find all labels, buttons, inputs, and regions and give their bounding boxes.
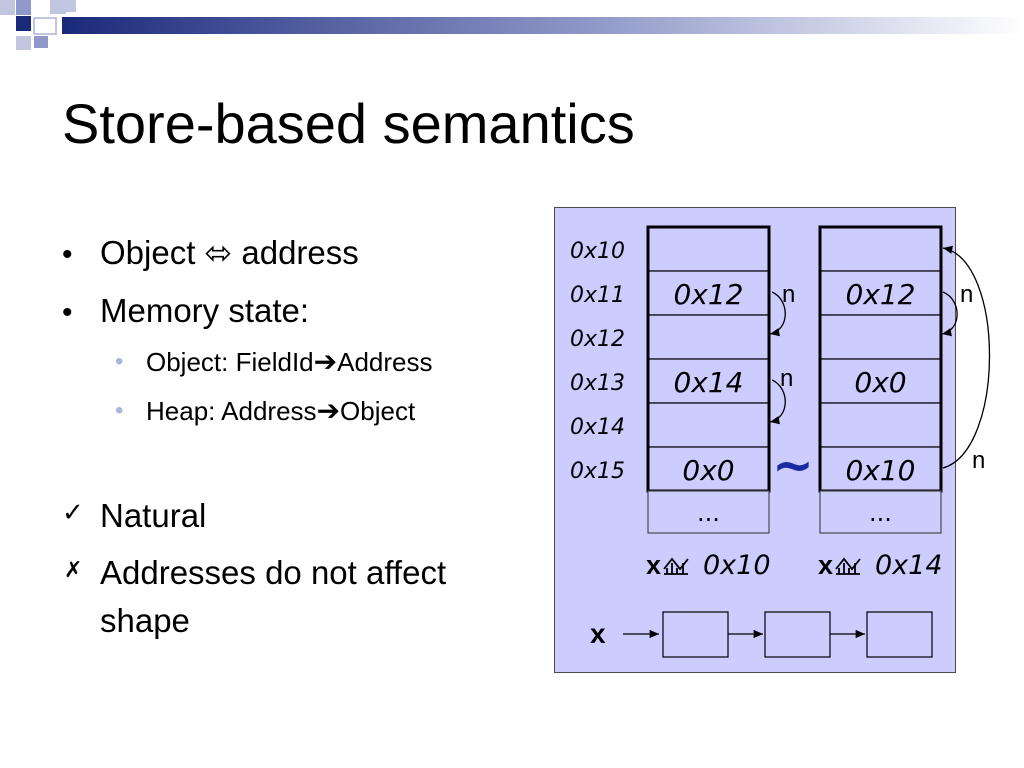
deco-square	[16, 0, 31, 15]
heap-cell	[647, 270, 770, 316]
heap-cell	[647, 314, 770, 360]
bullet-text: address	[232, 234, 359, 271]
list-node	[764, 611, 831, 658]
edge-arrow-right-1	[941, 291, 958, 337]
bullet-memory-state: Memory state:	[100, 292, 310, 329]
heap-cell-value: 0x0	[854, 366, 906, 399]
edge-label: n	[960, 281, 973, 308]
heap-cell	[819, 402, 942, 448]
edge-label: n	[780, 365, 793, 392]
address-label: 0x13	[570, 371, 625, 396]
deco-square	[0, 0, 15, 15]
edge-label: n	[782, 281, 795, 308]
deco-square	[16, 16, 31, 31]
caption-address: 0x10	[703, 550, 771, 581]
title-gradient-bar	[62, 17, 1024, 34]
bullet-text: Object	[100, 234, 205, 271]
sub-bullet-dot: •	[115, 397, 124, 424]
pro-natural: Natural	[100, 497, 207, 534]
list-node	[866, 611, 933, 658]
sub-bullet-text: Object: FieldId	[146, 347, 314, 377]
sub-bullet-text: Heap: Address	[146, 396, 317, 426]
heap-cell	[819, 314, 942, 360]
heap-cell-value: 0x12	[845, 278, 915, 311]
heap-cell	[819, 226, 942, 272]
heap-cell	[647, 226, 770, 272]
heap-cell	[819, 358, 942, 404]
con-addresses-line2: shape	[100, 602, 190, 639]
edge-arrow-left-1	[769, 291, 786, 337]
equivalence-tilde-icon: ~	[772, 436, 814, 494]
right-arrow-icon: ➔	[316, 395, 341, 426]
bullet-dot: •	[62, 296, 73, 329]
right-arrow-icon: ➔	[313, 346, 338, 377]
heap-ellipsis: ...	[697, 499, 720, 527]
heap-left: 0x12 0x14 0x0...	[646, 225, 771, 534]
heap-cell	[647, 402, 770, 448]
maps-to-icon	[835, 557, 861, 575]
bullet-object-address: Object ⬄ address	[100, 236, 359, 269]
address-label: 0x10	[570, 239, 625, 264]
sub-bullet-heap: Heap: Address➔Object	[146, 397, 415, 425]
list-nodes	[662, 611, 933, 658]
edge-label: n	[972, 447, 985, 474]
sub-bullet-object: Object: FieldId➔Address	[146, 348, 433, 376]
con-addresses-line1: Addresses do not affect	[100, 554, 447, 591]
heap-cell-value: 0x12	[673, 278, 743, 311]
bidirectional-arrow-icon: ⬄	[204, 234, 233, 271]
address-labels: 0x10 0x11 0x12 0x13 0x14 0x15	[570, 239, 625, 484]
caption-var: x	[646, 550, 661, 580]
deco-square	[66, 0, 76, 12]
heap-cell-more	[647, 490, 770, 534]
list-node	[662, 611, 729, 658]
deco-square	[34, 36, 48, 48]
cross-icon: ✗	[64, 558, 83, 583]
heap-cell	[819, 270, 942, 316]
heap-cell-more	[819, 490, 942, 534]
caption-var: x	[818, 550, 833, 580]
address-label: 0x15	[570, 459, 625, 484]
heap-ellipsis: ...	[869, 499, 892, 527]
address-label: 0x12	[570, 327, 625, 352]
address-label: 0x14	[570, 415, 625, 440]
deco-square	[50, 0, 66, 14]
deco-square	[33, 17, 57, 35]
heap-right: 0x12 0x0 0x10...	[818, 225, 943, 534]
edge-arrow-right-2	[942, 245, 991, 469]
heap-cell	[647, 358, 770, 404]
title-decoration	[0, 0, 1024, 50]
caption-address: 0x14	[875, 550, 943, 581]
address-label: 0x11	[570, 283, 625, 308]
bullet-dot: •	[62, 238, 73, 271]
caption-left: x 0x10	[646, 550, 771, 581]
caption-right: x 0x14	[818, 550, 943, 581]
sub-bullet-dot: •	[115, 348, 124, 375]
heap-cell-value: 0x0	[682, 454, 734, 487]
heap-cell-value: 0x14	[673, 366, 743, 399]
check-icon: ✓	[62, 498, 84, 528]
sub-bullet-text: Object	[340, 396, 416, 426]
slide-title: Store-based semantics	[62, 92, 635, 155]
list-var: x	[590, 618, 606, 649]
deco-square	[16, 36, 31, 50]
heap-cell-value: 0x10	[845, 454, 915, 487]
heap-cell	[647, 446, 770, 492]
maps-to-icon	[663, 557, 689, 575]
sub-bullet-text: Address	[337, 347, 433, 377]
edge-arrow-left-2	[769, 379, 786, 425]
